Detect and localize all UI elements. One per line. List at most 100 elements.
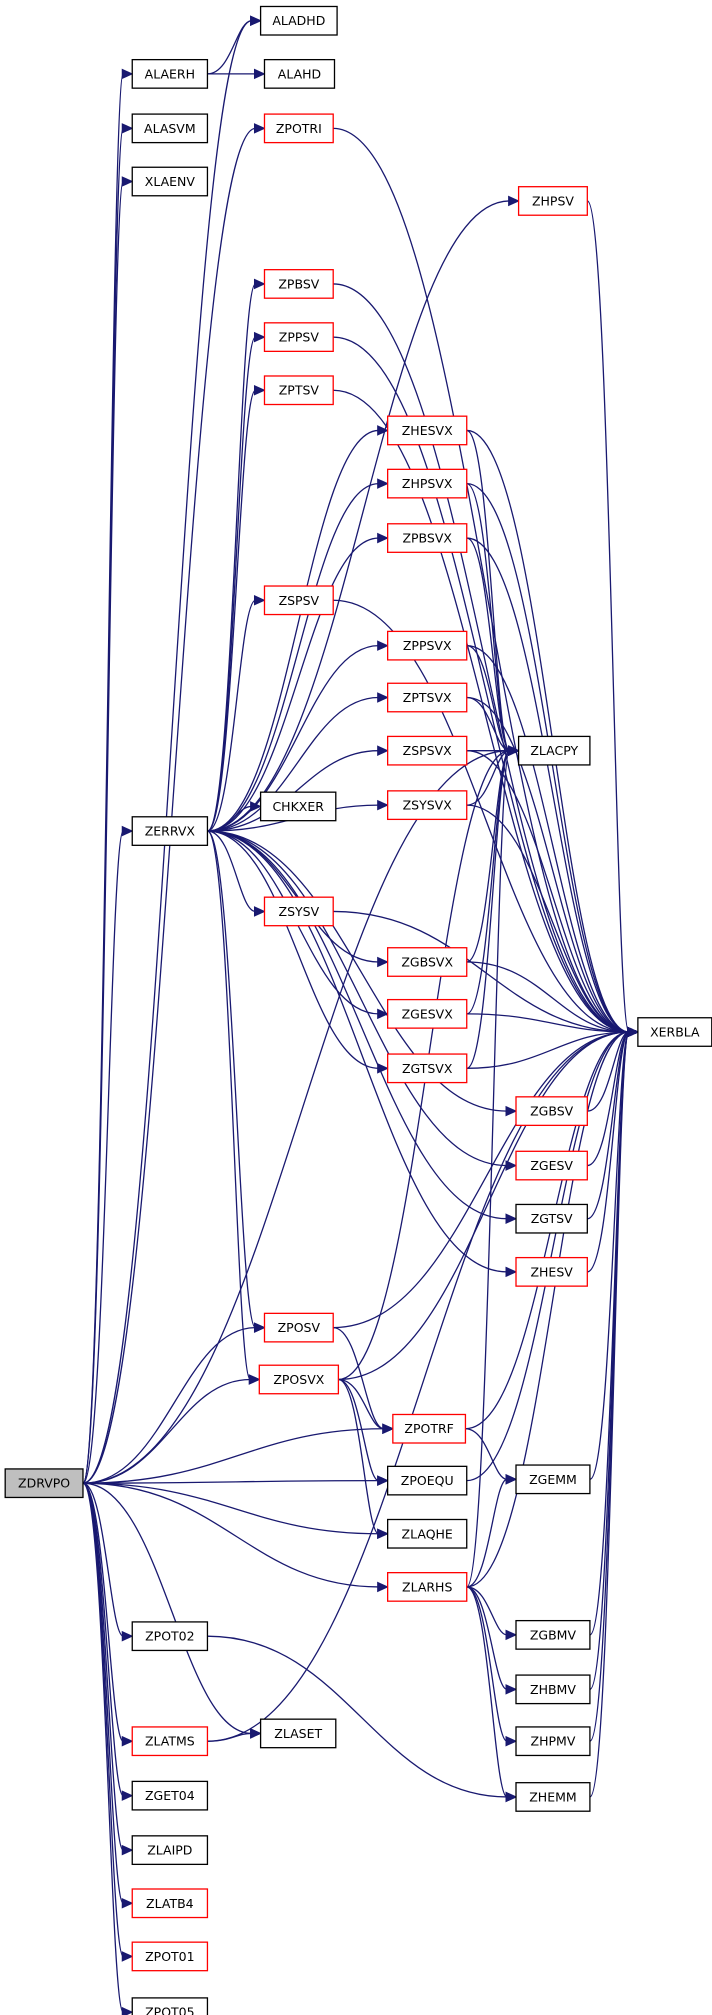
- arrowhead-icon: [377, 745, 389, 756]
- node-box: [131, 1888, 209, 1919]
- node-zppsvx[interactable]: ZPPSVX: [387, 630, 468, 661]
- call-edge-zposvx-to-xerbla: [338, 1031, 629, 1381]
- node-zpot02: ZPOT02: [131, 1621, 209, 1652]
- node-label: XERBLA: [650, 1025, 700, 1040]
- node-box: [387, 415, 468, 446]
- node-zhpsv[interactable]: ZHPSV: [517, 186, 588, 216]
- node-label: ALAHD: [278, 66, 321, 81]
- node-zgesv[interactable]: ZGESV: [515, 1150, 588, 1181]
- call-edge-zgbsv-to-xerbla: [587, 1031, 630, 1112]
- node-zsysvx[interactable]: ZSYSVX: [387, 790, 468, 821]
- arrowhead-icon: [121, 825, 134, 837]
- node-chkxer: CHKXER: [259, 791, 337, 822]
- call-edge-zposvx-to-zpoequ: [338, 1378, 379, 1482]
- call-edge-zlarhs-to-zlacpy: [466, 750, 511, 1588]
- node-box: [515, 1464, 591, 1495]
- call-edge-zposvx-to-zlaqhe: [338, 1378, 380, 1535]
- call-edge-zlarhs-to-xerbla: [466, 1031, 629, 1588]
- call-edge-zposv-to-xerbla: [333, 1031, 629, 1329]
- arrowhead-icon: [248, 1374, 261, 1385]
- call-edge-zhesv-to-xerbla: [587, 1031, 630, 1273]
- node-label: ZPOSVX: [273, 1372, 324, 1387]
- node-box: [263, 896, 334, 927]
- node-label: ZGET04: [145, 1788, 195, 1803]
- node-zposvx[interactable]: ZPOSVX: [258, 1364, 340, 1395]
- node-box: [131, 1941, 209, 1972]
- node-zpotri[interactable]: ZPOTRI: [263, 113, 334, 144]
- node-label: ZLASET: [274, 1726, 322, 1741]
- node-zgbsvx[interactable]: ZGBSVX: [387, 947, 468, 977]
- node-zposv[interactable]: ZPOSV: [263, 1312, 334, 1343]
- node-box: [387, 1518, 468, 1549]
- node-box: [4, 1468, 84, 1499]
- call-edge-zerrvx-to-zpbsvx: [207, 537, 379, 832]
- arrowhead-icon: [253, 123, 266, 134]
- node-zppsv[interactable]: ZPPSV: [263, 322, 334, 353]
- node-zlatb4[interactable]: ZLATB4: [131, 1888, 209, 1919]
- node-label: ZLACPY: [530, 743, 578, 758]
- call-edge-zerrvx-to-zgbsv: [207, 830, 508, 1112]
- node-zlatms[interactable]: ZLATMS: [131, 1726, 209, 1757]
- node-label: ZSPSV: [279, 593, 320, 608]
- arrowhead-icon: [505, 1105, 518, 1117]
- arrowhead-icon: [377, 1528, 389, 1540]
- call-edge-zdrvpo-to-zlaset: [82, 1482, 252, 1735]
- call-edge-zdrvpo-to-zpot02: [82, 1482, 124, 1637]
- node-zpot01[interactable]: ZPOT01: [131, 1941, 209, 1972]
- arrowhead-icon: [505, 1266, 518, 1278]
- node-label: ZPPSVX: [403, 638, 452, 653]
- node-label: ALAERH: [145, 66, 195, 81]
- node-zspsv[interactable]: ZSPSV: [263, 585, 334, 616]
- node-box: [131, 1780, 209, 1811]
- node-box: [515, 1782, 591, 1812]
- arrowhead-icon: [121, 1951, 134, 1962]
- node-xerbla: XERBLA: [637, 1017, 712, 1047]
- call-edge-zhpsvx-to-zlacpy: [466, 482, 511, 752]
- node-zlarhs[interactable]: ZLARHS: [387, 1572, 468, 1602]
- node-zgesvx[interactable]: ZGESVX: [387, 998, 468, 1029]
- call-edge-zhemm-to-xerbla: [589, 1031, 630, 1798]
- node-label: ZSYSVX: [403, 798, 453, 813]
- call-edge-zerrvx-to-zppsvx: [207, 645, 379, 832]
- node-zgtsvx[interactable]: ZGTSVX: [387, 1053, 468, 1084]
- node-zptsv[interactable]: ZPTSV: [263, 375, 334, 406]
- node-zpotrf[interactable]: ZPOTRF: [392, 1413, 467, 1444]
- arrowhead-icon: [377, 692, 389, 703]
- arrowhead-icon: [253, 384, 266, 396]
- node-box: [515, 1619, 591, 1650]
- node-label: ZGTSVX: [402, 1061, 453, 1076]
- arrowhead-icon: [377, 956, 389, 968]
- node-box: [515, 1096, 588, 1127]
- node-zhemm: ZHEMM: [515, 1782, 591, 1812]
- node-box: [131, 1726, 209, 1757]
- node-aladhd: ALADHD: [259, 5, 338, 36]
- node-box: [131, 816, 209, 846]
- node-label: ZGESV: [530, 1158, 573, 1173]
- node-zgbsv[interactable]: ZGBSV: [515, 1096, 588, 1127]
- call-edge-zdrvpo-to-zpoequ: [82, 1479, 379, 1484]
- arrowhead-icon: [253, 68, 266, 80]
- node-box: [515, 1674, 591, 1705]
- node-zpbsvx[interactable]: ZPBSVX: [387, 523, 468, 553]
- node-zptsvx[interactable]: ZPTSVX: [387, 682, 468, 713]
- arrowhead-icon: [253, 331, 266, 343]
- call-edge-zgbsvx-to-xerbla: [466, 961, 629, 1033]
- node-zspsvx[interactable]: ZSPSVX: [387, 735, 468, 766]
- node-box: [392, 1413, 467, 1444]
- node-label: ZHBMV: [530, 1682, 576, 1697]
- node-zpbsv[interactable]: ZPBSV: [263, 269, 334, 299]
- node-zhesv[interactable]: ZHESV: [515, 1256, 588, 1287]
- node-box: [515, 1203, 588, 1234]
- node-zhesvx[interactable]: ZHESVX: [387, 415, 468, 446]
- node-box: [263, 375, 334, 406]
- node-box: [387, 468, 468, 499]
- node-zhpsvx[interactable]: ZHPSVX: [387, 468, 468, 499]
- arrowhead-icon: [505, 1791, 518, 1803]
- node-zsysv[interactable]: ZSYSV: [263, 896, 334, 927]
- node-label: ZSPSVX: [403, 743, 453, 758]
- node-zlaipd: ZLAIPD: [131, 1835, 209, 1866]
- node-xlaenv: XLAENV: [131, 166, 209, 197]
- arrowhead-icon: [505, 1474, 518, 1485]
- node-box: [131, 58, 209, 89]
